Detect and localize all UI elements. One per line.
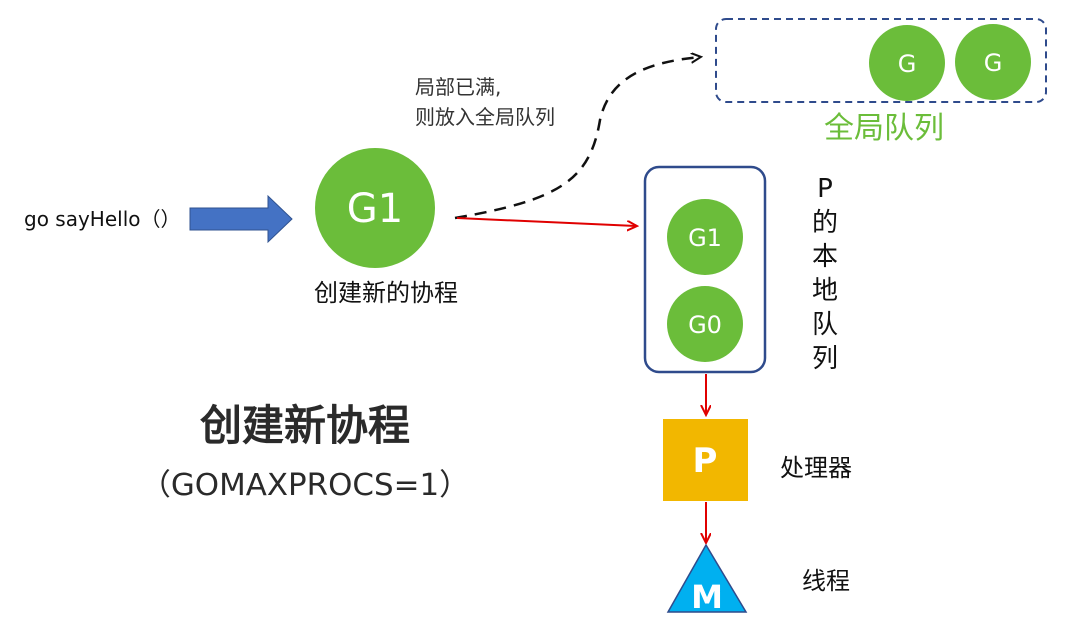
local-queue-label-char-5: 队 [812,310,838,340]
local-goroutine-g0-label: G0 [688,311,722,339]
thread-triangle [666,543,748,613]
global-goroutine-1 [869,25,945,101]
diagram-title: 创建新协程 [200,401,410,450]
call-arrow [189,194,293,244]
processor-caption: 处理器 [780,454,852,482]
global-goroutine-1-label: G [898,50,917,78]
processor-box [663,419,748,501]
overflow-dashed-arrow [454,57,700,220]
local-queue-label-char-1: P [817,174,833,204]
new-goroutine-label: G1 [347,186,403,232]
new-goroutine-circle [315,148,435,268]
local-queue-label-char-6: 列 [812,344,838,374]
enqueue-local-arrow [456,217,636,226]
local-queue-box [643,165,767,374]
new-goroutine-caption: 创建新的协程 [314,279,458,307]
processor-label: P [693,441,718,481]
global-queue-box [715,18,1047,103]
thread-label: M [691,578,723,616]
local-goroutine-g1-label: G1 [688,224,722,252]
global-goroutine-2 [955,24,1031,100]
global-queue-label: 全局队列 [824,111,944,146]
overflow-note-line1: 局部已满, [415,75,501,99]
local-goroutine-g0 [667,286,743,362]
local-queue-label-char-4: 地 [812,276,838,306]
local-queue-label-char-3: 本 [812,242,838,272]
local-goroutine-g1 [667,199,743,275]
local-queue-label-char-2: 的 [812,208,838,238]
global-goroutine-2-label: G [984,49,1003,77]
call-label: go sayHello（） [24,207,181,231]
diagram-subtitle: （GOMAXPROCS=1） [140,468,470,503]
thread-caption: 线程 [802,567,850,595]
overflow-note-line2: 则放入全局队列 [415,105,555,129]
